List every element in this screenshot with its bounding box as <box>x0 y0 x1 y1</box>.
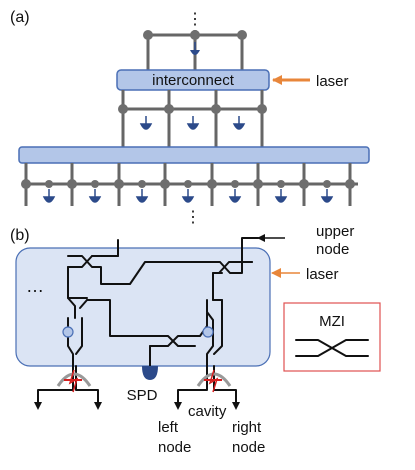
left-node-line1: left <box>158 419 179 436</box>
laser-label-a: laser <box>316 73 349 90</box>
panel-b-label: (b) <box>10 227 30 244</box>
detector-icon <box>190 50 200 55</box>
big-interconnect-bar <box>18 146 370 164</box>
output-arrows <box>34 402 240 410</box>
top-ellipsis: ⋮ <box>187 11 203 28</box>
mzi-symbol <box>295 339 369 357</box>
upper-node-line2: node <box>316 241 349 258</box>
interconnect-bar <box>116 69 270 91</box>
right-node-line1: right <box>232 419 262 436</box>
phase-shifter-icon <box>62 326 214 338</box>
upper-node-line1: upper <box>316 223 354 240</box>
panel-a-label: (a) <box>10 9 30 26</box>
bottom-tier <box>21 163 358 206</box>
spd-label: SPD <box>127 387 158 404</box>
interconnect-label: interconnect <box>152 72 235 89</box>
top-tier <box>143 30 247 72</box>
right-node-line2: node <box>232 439 265 456</box>
chip-ellipsis: … <box>26 276 44 296</box>
cavity-icon <box>56 369 232 393</box>
mzi-label: MZI <box>319 313 345 330</box>
middle-tier <box>118 90 267 148</box>
mzi-legend-box <box>283 302 381 372</box>
spd-detector-icon <box>142 366 158 380</box>
circuit-waveguides <box>37 237 259 405</box>
cavity-label: cavity <box>188 403 227 420</box>
left-node-line2: node <box>158 439 191 456</box>
mid-ellipsis: ⋮ <box>185 209 201 226</box>
laser-label-b: laser <box>306 266 339 283</box>
